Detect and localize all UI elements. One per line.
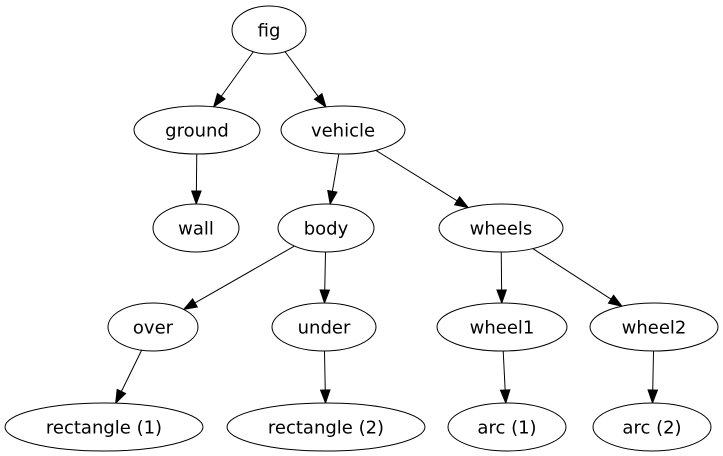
node-ground: ground — [133, 105, 261, 155]
edge-vehicle-wheels — [375, 149, 470, 209]
edge-vehicle-body-line — [331, 153, 340, 193]
edge-under-rectangle2 — [319, 350, 331, 405]
node-rectangle2-label: rectangle (2) — [268, 418, 384, 439]
node-over-label: over — [133, 318, 174, 339]
node-body-label: body — [304, 219, 349, 240]
node-wheels-label: wheels — [470, 219, 533, 240]
arrowhead-icon — [190, 190, 202, 206]
arrowhead-icon — [212, 92, 226, 109]
node-vehicle-label: vehicle — [311, 121, 375, 142]
node-arc2-ellipse — [592, 402, 712, 452]
node-under: under — [271, 302, 377, 352]
node-fig-ellipse — [231, 5, 307, 55]
node-rectangle2-ellipse — [226, 402, 426, 452]
edge-wheels-wheel2-line — [532, 248, 613, 301]
arrowhead-icon — [647, 389, 659, 405]
node-arc1: arc (1) — [447, 402, 567, 452]
node-over-ellipse — [107, 302, 199, 352]
edge-under-rectangle2-line — [323, 350, 326, 392]
arrowhead-icon — [607, 294, 624, 308]
edge-wheel1-arc1-line — [502, 350, 506, 392]
node-rectangle1-label: rectangle (1) — [46, 418, 162, 439]
edge-vehicle-wheels-line — [375, 149, 459, 202]
node-ground-label: ground — [165, 121, 229, 142]
node-wheel1-ellipse — [436, 302, 568, 352]
node-wall: wall — [152, 203, 240, 253]
node-ground-ellipse — [133, 105, 261, 155]
arrowhead-icon — [327, 189, 338, 206]
node-body: body — [277, 203, 375, 253]
node-rectangle1: rectangle (1) — [4, 402, 204, 452]
arrowhead-icon — [319, 289, 331, 305]
node-body-ellipse — [277, 203, 375, 253]
edge-fig-ground — [212, 51, 254, 109]
edge-ground-wall — [190, 153, 202, 206]
node-rectangle2: rectangle (2) — [226, 402, 426, 452]
node-wheel2: wheel2 — [589, 302, 719, 352]
edge-wheels-wheel1 — [496, 251, 508, 305]
edge-wheel2-arc2 — [647, 350, 659, 405]
node-under-label: under — [298, 318, 351, 339]
node-wheel2-ellipse — [589, 302, 719, 352]
edge-fig-vehicle-line — [284, 51, 320, 98]
arrowhead-icon — [499, 389, 511, 405]
node-arc1-label: arc (1) — [477, 418, 536, 439]
edge-vehicle-body — [327, 153, 340, 206]
edge-body-under-line — [324, 251, 327, 292]
node-arc1-ellipse — [447, 402, 567, 452]
arrowhead-icon — [313, 92, 327, 109]
edge-body-over — [182, 245, 295, 311]
node-wall-label: wall — [178, 219, 214, 240]
edge-wheel1-arc1 — [499, 350, 511, 405]
node-wheels: wheels — [438, 203, 564, 253]
arrowhead-icon — [453, 195, 470, 209]
node-fig-label: fig — [258, 21, 281, 42]
node-wall-ellipse — [152, 203, 240, 253]
edge-body-over-line — [193, 245, 295, 304]
edge-over-rectangle1-line — [120, 350, 143, 393]
edge-wheels-wheel2 — [532, 248, 624, 308]
node-wheel2-label: wheel2 — [622, 318, 687, 339]
node-wheel1-label: wheel1 — [470, 318, 535, 339]
arrowhead-icon — [115, 388, 127, 405]
edge-over-rectangle1 — [115, 350, 143, 405]
arrowhead-icon — [319, 389, 331, 405]
node-arc2: arc (2) — [592, 402, 712, 452]
node-wheel1: wheel1 — [436, 302, 568, 352]
edge-fig-vehicle — [284, 51, 327, 109]
node-vehicle-ellipse — [280, 105, 406, 155]
node-under-ellipse — [271, 302, 377, 352]
node-rectangle1-ellipse — [4, 402, 204, 452]
node-fig: fig — [231, 5, 307, 55]
edge-body-under — [319, 251, 331, 305]
node-over: over — [107, 302, 199, 352]
node-wheels-ellipse — [438, 203, 564, 253]
edge-wheel2-arc2-line — [652, 350, 655, 392]
arrowhead-icon — [182, 298, 199, 311]
edge-fig-ground-line — [220, 51, 254, 98]
arrowhead-icon — [496, 289, 508, 305]
node-arc2-label: arc (2) — [622, 418, 681, 439]
node-vehicle: vehicle — [280, 105, 406, 155]
